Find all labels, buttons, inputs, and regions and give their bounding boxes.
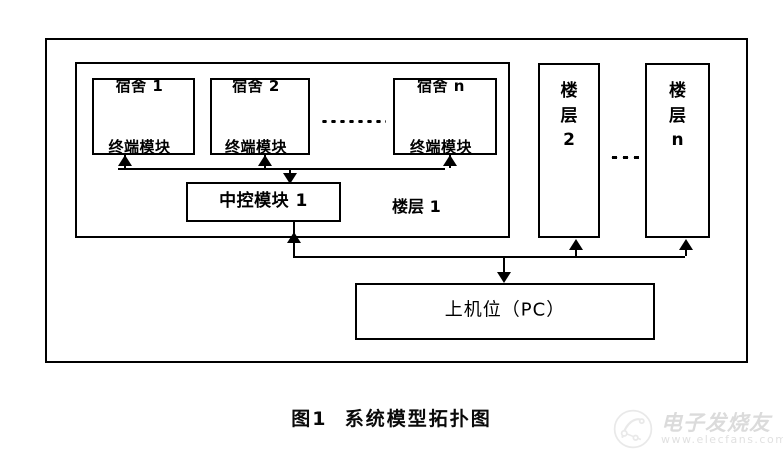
backbone-riser-floor-1-upper — [293, 222, 295, 234]
arrow-up-dorm-n-icon — [443, 155, 457, 166]
backbone-riser-floor-1 — [293, 243, 295, 256]
backbone-riser-floor-2 — [575, 250, 577, 256]
dorm-terminal-box-2[interactable]: 宿舍 2 终端模块 — [210, 77, 310, 156]
backbone-riser-floor-n — [685, 250, 687, 256]
floor-box-n-char3: n — [671, 130, 684, 151]
floor-box-2-char3: 2 — [563, 130, 575, 151]
host-pc-label: 上机位（PC） — [444, 299, 566, 321]
host-pc-box[interactable]: 上机位（PC） — [355, 283, 655, 340]
floor-box-2-label: 楼 层 2 — [540, 79, 598, 153]
floor-box-n-char1: 楼 — [669, 81, 686, 101]
floor-box-2[interactable]: 楼 层 2 — [538, 63, 600, 238]
arrow-up-floor-n-icon — [679, 239, 693, 250]
arrow-up-floor-1-icon — [287, 232, 301, 243]
floor-1-bus-line — [118, 168, 445, 170]
central-control-module-label: 中控模块 1 — [219, 191, 308, 212]
arrow-up-floor-2-icon — [569, 239, 583, 250]
dorm-terminal-label-2: 宿舍 2 终端模块 — [212, 36, 308, 198]
floor-box-2-char2: 层 — [560, 105, 578, 126]
floor-box-n-char2: 层 — [669, 105, 686, 126]
arrow-down-controller-icon — [283, 173, 297, 184]
dorm-terminal-box-n[interactable]: 宿舍 n 终端模块 — [393, 77, 497, 156]
arrow-up-dorm-2-icon — [258, 155, 272, 166]
dorm-terminal-line2-n: 终端模块 — [409, 137, 472, 156]
arrow-up-dorm-1-icon — [118, 155, 132, 166]
central-control-module-box[interactable]: 中控模块 1 — [186, 182, 341, 222]
figure-caption: 图1 系统模型拓扑图 — [291, 408, 492, 430]
floor-1-label: 楼层 1 — [392, 197, 441, 216]
watermark-url: www.elecfans.com — [661, 433, 783, 447]
dorm-terminal-line1-2: 宿舍 2 — [232, 77, 280, 95]
floors-ellipsis — [609, 156, 639, 159]
dorm-terminal-line1-1: 宿舍 1 — [115, 77, 164, 95]
dorm-terminal-label-1: 宿舍 1 终端模块 — [94, 36, 193, 198]
dorm-ellipsis — [320, 120, 386, 123]
dorm-terminal-line1-n: 宿舍 n — [417, 77, 465, 95]
dorm-terminal-box-1[interactable]: 宿舍 1 终端模块 — [92, 77, 195, 156]
dorm-terminal-line2-2: 终端模块 — [224, 137, 287, 156]
dorm-terminal-line2-1: 终端模块 — [108, 137, 171, 156]
floor-box-2-char1: 楼 — [560, 81, 578, 101]
system-boundary-frame — [45, 38, 748, 363]
arrow-down-pc-icon — [497, 272, 511, 283]
floor-box-n[interactable]: 楼 层 n — [645, 63, 710, 238]
floor-box-n-label: 楼 层 n — [647, 79, 708, 153]
backbone-drop-to-pc — [503, 256, 505, 276]
backbone-bus-line — [293, 256, 685, 258]
dorm-terminal-label-n: 宿舍 n 终端模块 — [395, 36, 495, 198]
